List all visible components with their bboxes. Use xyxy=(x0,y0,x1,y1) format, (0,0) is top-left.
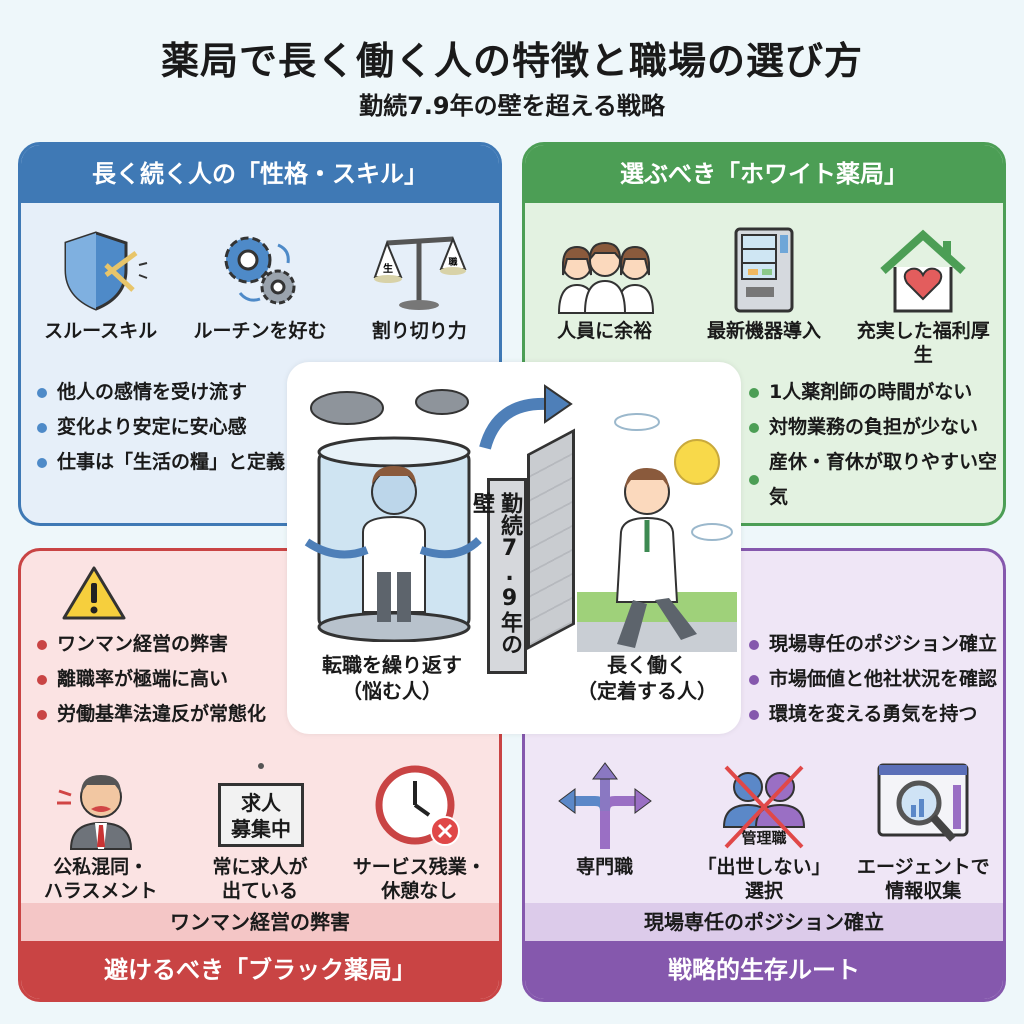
white-label: 人員に余裕 xyxy=(557,320,653,342)
traits-panel-title: 長く続く人の「性格・スキル」 xyxy=(21,145,499,203)
strategy-item: 管理職 「出世しない」 選択 xyxy=(689,761,839,903)
page-subtitle: 勤続7.9年の壁を超える戦略 xyxy=(359,92,665,120)
white-pharmacy-title: 選ぶべき「ホワイト薬局」 xyxy=(525,145,1003,203)
white-item: 人員に余裕 xyxy=(530,225,680,367)
svg-text:生: 生 xyxy=(383,262,393,275)
bullet-text: 環境を変える勇気を持つ xyxy=(769,703,978,725)
job-sign-icon: 求人 募集中 xyxy=(210,761,310,851)
svg-text:職: 職 xyxy=(449,256,458,268)
white-item: 最新機器導入 xyxy=(689,225,839,367)
bullet-text: 変化より安定に安心感 xyxy=(57,416,247,438)
strategy-item: エージェントで 情報収集 xyxy=(848,761,998,903)
black-bullet-list: ワンマン経営の弊害 離職率が極端に高い 労働基準法違反が常態化 xyxy=(37,627,266,732)
bullet-text: 他人の感情を受け流す xyxy=(57,381,248,403)
trait-item: スルースキル xyxy=(26,225,176,343)
bullet-text: 離職率が極端に高い xyxy=(57,668,229,690)
trait-label: スルースキル xyxy=(44,320,158,342)
black-pharmacy-title: 避けるべき「ブラック薬局」 xyxy=(21,941,499,999)
black-band: ワンマン経営の弊害 xyxy=(21,903,499,941)
list-item: 変化より安定に安心感 xyxy=(37,410,285,445)
branching-arrows-icon xyxy=(557,762,652,849)
black-label: サービス残業・ 休憩なし xyxy=(352,856,486,902)
black-pharmacy-panel: ワンマン経営の弊害 離職率が極端に高い 労働基準法違反が常態化 公私混同・ ハラ… xyxy=(18,548,502,1002)
bullet-text: 対物業務の負担が少ない xyxy=(769,416,979,438)
wall-icon: 勤続7.9年の壁 xyxy=(469,428,577,674)
trait-label: ルーチンを好む xyxy=(193,320,327,342)
list-item: 産休・育休が取りやすい空気 xyxy=(749,445,1003,515)
list-item: 1人薬剤師の時間がない xyxy=(749,375,1003,410)
warning-icon xyxy=(62,566,126,620)
bullet-text: 仕事は「生活の糧」と定義 xyxy=(57,451,286,473)
strategy-bullet-list: 現場専任のポジション確立 市場価値と他社状況を確認 環境を変える勇気を持つ xyxy=(749,627,997,732)
scale-icon: 生職 xyxy=(373,236,467,310)
bullet-text: ワンマン経営の弊害 xyxy=(57,633,229,655)
walking-pharmacist-scene xyxy=(577,413,737,652)
trait-item: ルーチンを好む xyxy=(185,225,335,343)
bullet-text: 産休・育休が取りやすい空気 xyxy=(769,451,998,508)
list-item: ワンマン経営の弊害 xyxy=(37,627,266,662)
bullet-text: 現場専任のポジション確立 xyxy=(769,633,998,655)
rain-cloud-icon xyxy=(310,389,469,425)
dispensing-machine-icon xyxy=(734,227,794,313)
black-item: 公私混同・ ハラスメント xyxy=(26,761,176,903)
list-item: 現場専任のポジション確立 xyxy=(749,627,997,662)
gears-icon xyxy=(224,236,296,305)
strategy-item: 専門職 xyxy=(530,761,680,903)
black-item: 求人 募集中 常に求人が 出ている xyxy=(185,761,335,903)
left-caption: 転職を繰り返す （悩む人） xyxy=(322,653,462,703)
page-title: 薬局で長く働く人の特徴と職場の選び方 xyxy=(160,39,863,83)
staff-group-icon xyxy=(557,241,654,314)
traits-bullet-list: 他人の感情を受け流す 変化より安定に安心感 仕事は「生活の糧」と定義 xyxy=(37,375,285,480)
job-sign-text: 求人 募集中 xyxy=(217,783,304,847)
angry-boss-icon xyxy=(56,775,132,850)
shield-icon xyxy=(64,231,148,311)
house-heart-icon xyxy=(880,229,966,313)
wall-label: 勤続7.9年の壁 xyxy=(469,492,522,655)
list-item: 他人の感情を受け流す xyxy=(37,375,285,410)
white-label: 最新機器導入 xyxy=(706,320,821,342)
traits-panel: 長く続く人の「性格・スキル」 スルースキル ルーチンを好む 生職 割り切り力 他… xyxy=(18,142,502,526)
bullet-text: 労働基準法違反が常態化 xyxy=(57,703,267,725)
white-label: 充実した福利厚生 xyxy=(856,320,990,366)
white-bullet-list: 1人薬剤師の時間がない 対物業務の負担が少ない 産休・育休が取りやすい空気 xyxy=(749,375,1003,515)
magnifier-chart-icon xyxy=(877,763,969,842)
list-item: 労働基準法違反が常態化 xyxy=(37,697,266,732)
center-illustration: 勤続7.9年の壁 転職を繰り返す （悩む人） 長く働く （定着する人） xyxy=(287,362,741,734)
no-manager-icon: 管理職 xyxy=(714,761,814,851)
strategy-label: エージェントで 情報収集 xyxy=(857,856,990,902)
trait-item: 生職 割り切り力 xyxy=(344,225,494,343)
manager-label: 管理職 xyxy=(741,829,787,847)
strategy-title: 戦略的生存ルート xyxy=(525,941,1003,999)
list-item: 対物業務の負担が少ない xyxy=(749,410,1003,445)
bullet-text: 1人薬剤師の時間がない xyxy=(769,381,973,403)
curved-arrow-icon xyxy=(479,384,573,450)
black-label: 公私混同・ ハラスメント xyxy=(43,856,158,902)
black-item: サービス残業・ 休憩なし xyxy=(344,761,494,903)
strategy-label: 「出世しない」 選択 xyxy=(697,856,831,902)
right-caption: 長く働く （定着する人） xyxy=(577,653,717,703)
list-item: 市場価値と他社状況を確認 xyxy=(749,662,997,697)
revolving-door-scene xyxy=(304,389,482,642)
list-item: 環境を変える勇気を持つ xyxy=(749,697,997,732)
strategy-band: 現場専任のポジション確立 xyxy=(525,903,1003,941)
trait-label: 割り切り力 xyxy=(371,320,467,342)
bullet-text: 市場価値と他社状況を確認 xyxy=(769,668,998,690)
strategy-label: 専門職 xyxy=(576,856,634,878)
clock-x-icon xyxy=(375,765,461,846)
list-item: 仕事は「生活の糧」と定義 xyxy=(37,445,285,480)
black-label: 常に求人が 出ている xyxy=(212,856,308,902)
white-item: 充実した福利厚生 xyxy=(848,225,998,367)
list-item: 離職率が極端に高い xyxy=(37,662,266,697)
white-pharmacy-panel: 選ぶべき「ホワイト薬局」 人員に余裕 最新機器導入 充実した福利厚生 1人薬剤師… xyxy=(522,142,1006,526)
